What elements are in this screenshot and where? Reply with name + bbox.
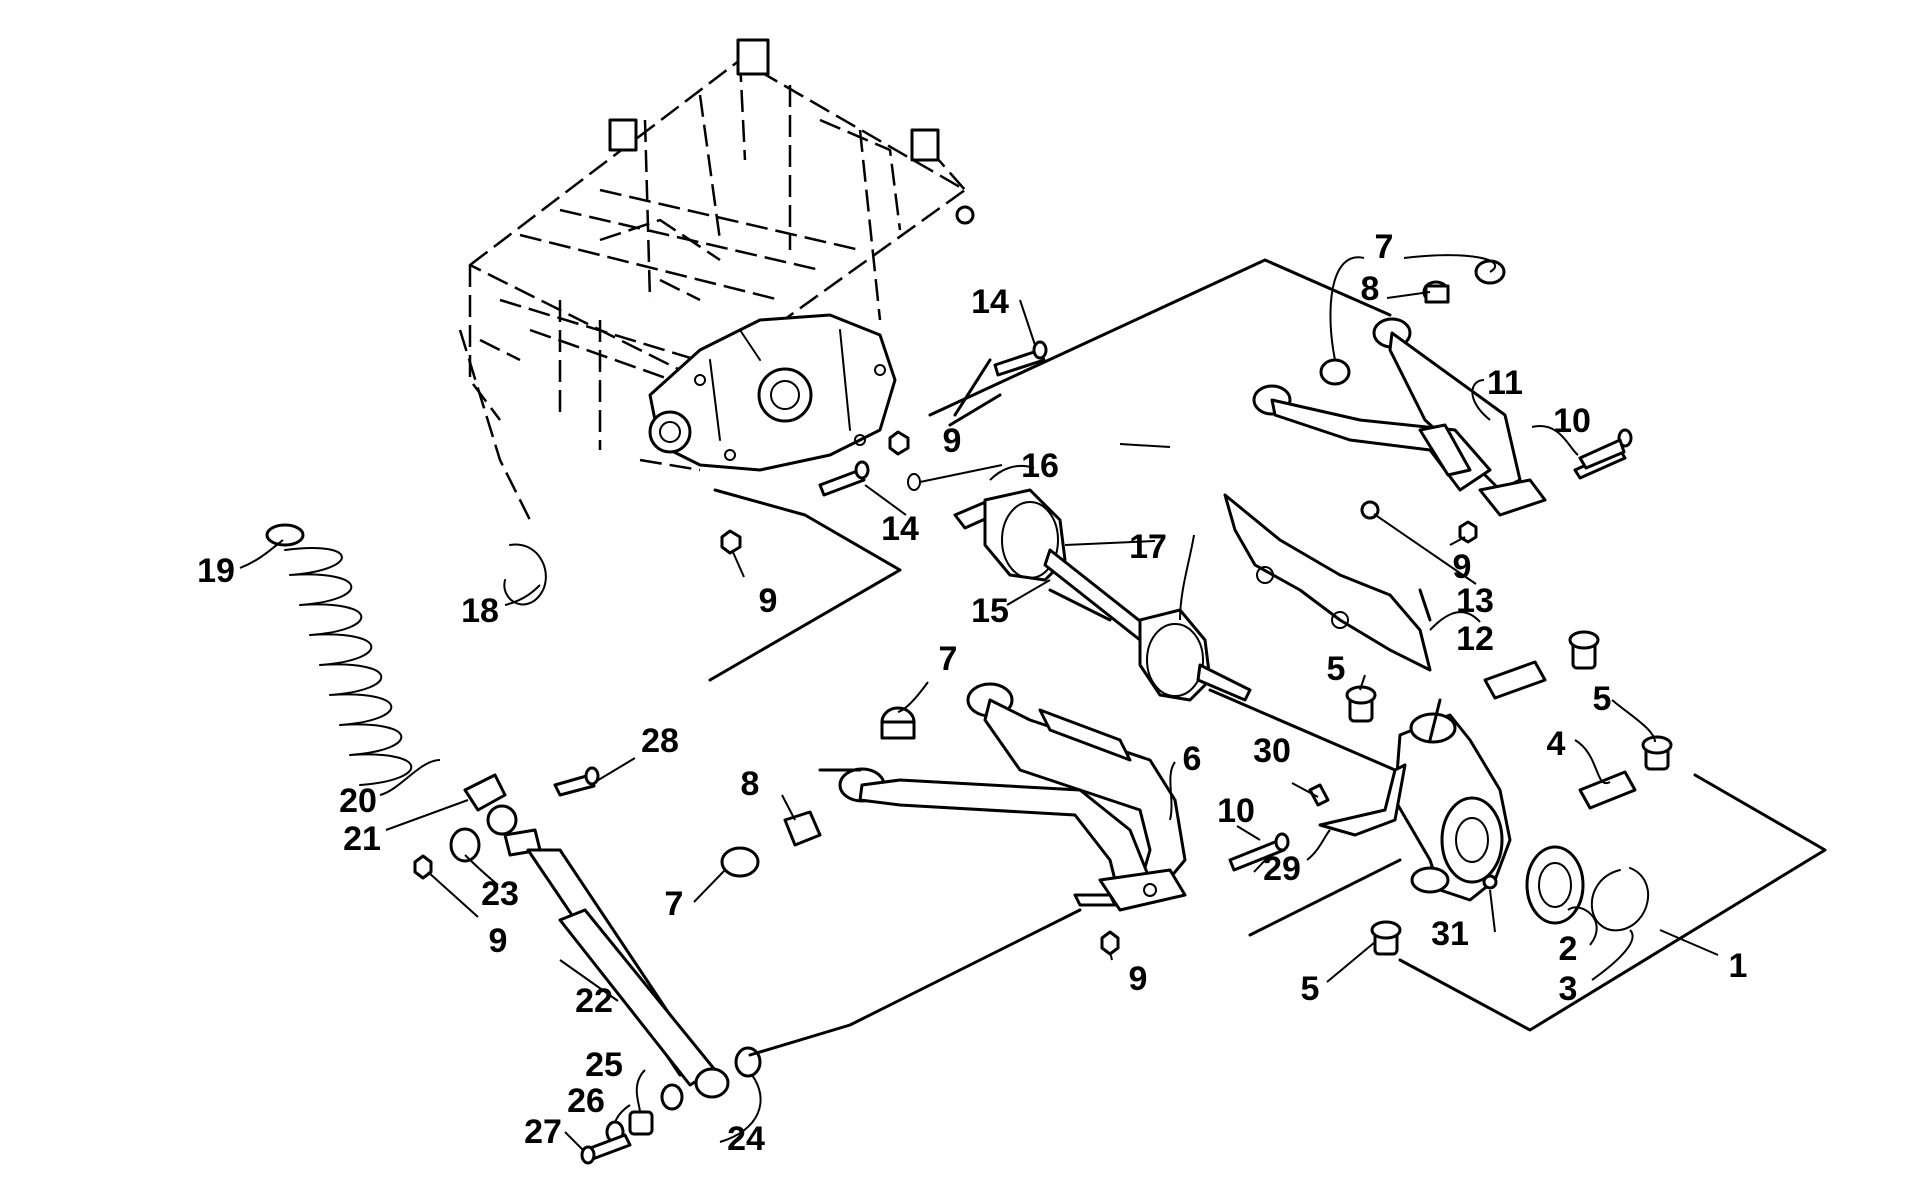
bolt-27 [580,1133,632,1165]
bushing-5-upper [1345,685,1377,723]
callout-17: 17 [1129,528,1167,566]
callout-30: 30 [1253,732,1291,770]
callout-14: 14 [881,510,919,548]
spring-retainer-top [265,523,305,547]
bolt-14-upper [993,340,1048,377]
spindle-knuckle [1393,712,1512,902]
callout-7: 7 [665,885,684,923]
callout-21: 21 [343,820,381,858]
sleeve-4-upper [1483,660,1547,700]
callout-28: 28 [641,722,679,760]
callout-10: 10 [1553,402,1591,440]
bushing-7-left [720,846,760,878]
callout-11: 11 [1487,364,1523,402]
callout-5: 5 [1301,970,1320,1008]
bolt-10-top [1573,428,1633,480]
callout-8: 8 [741,765,760,803]
clip-16 [907,473,921,491]
sleeve-8-mid [783,810,822,847]
leader-lines [239,254,1719,1151]
frame-bracket-left [608,118,638,152]
bushing-5-bottom [1370,920,1402,956]
callout-25: 25 [585,1046,623,1084]
callout-6: 6 [1183,740,1202,778]
callout-12: 12 [1456,620,1494,658]
bearing [1525,845,1585,925]
callout-20: 20 [339,782,377,820]
assembly-lines [708,258,1827,1057]
callout-3: 3 [1559,970,1578,1008]
snap-ring [1590,867,1649,932]
callout-31: 31 [1431,915,1469,953]
callout-2: 2 [1559,930,1578,968]
spring-retainer-bottom [463,773,507,812]
callout-9: 9 [759,582,778,620]
bolt-28 [553,766,600,797]
lower-a-arm [838,682,1187,912]
coil-spring [284,546,413,786]
sleeve-4-lower [1578,770,1637,810]
callout-9: 9 [943,422,962,460]
callout-19: 19 [197,552,235,590]
frame-bracket-right [910,128,940,162]
arm-guard [1223,493,1432,672]
upper-a-arm [1252,317,1547,517]
nut-9-upper [888,430,910,456]
callout-22: 22 [575,982,613,1020]
bushing-5-right-low [1641,735,1673,771]
nut-9-shock [413,854,433,880]
callout-4: 4 [1547,725,1566,763]
bushing-7-mid [880,706,916,740]
sleeve-25 [628,1110,654,1136]
callout-7: 7 [939,640,958,678]
bushing-23 [449,827,481,863]
nut-31 [1482,874,1498,890]
bolt-14-lower [818,460,870,497]
bushing-24-left [660,1083,684,1111]
callout-10: 10 [1217,792,1255,830]
callout-15: 15 [971,592,1009,630]
callout-23: 23 [481,875,519,913]
drive-axle [953,488,1252,702]
nut-9-mid [1100,930,1120,956]
bolt-30 [1308,783,1330,807]
spring-clip [503,543,547,606]
frame-eye [955,205,975,225]
bolt-10-mid [1228,832,1290,872]
callout-labels: 1 2 3 4 5 5 5 6 7 7 7 8 8 9 9 9 9 9 10 1… [197,228,1747,1158]
callout-8: 8 [1361,270,1380,308]
shock-absorber [486,804,730,1099]
callout-27: 27 [524,1113,562,1151]
brake-bracket [1318,763,1407,837]
callout-29: 29 [1263,850,1301,888]
frame-bracket-top [736,38,770,76]
callout-5: 5 [1593,680,1612,718]
callout-1: 1 [1729,947,1748,985]
callout-9: 9 [1129,960,1148,998]
gearcase [648,313,897,472]
callout-26: 26 [567,1082,605,1120]
callout-16: 16 [1021,447,1059,485]
bushing-top-right [1319,259,1506,386]
callout-5: 5 [1327,650,1346,688]
callout-9: 9 [1453,548,1472,586]
callout-13: 13 [1456,582,1494,620]
nut-9-left [720,529,742,555]
callout-24: 24 [727,1120,765,1158]
chassis-frame [458,38,975,521]
bushing-5-right-top [1568,630,1600,670]
callout-7: 7 [1375,228,1394,266]
callout-9: 9 [489,922,508,960]
callout-18: 18 [461,592,499,630]
callout-14: 14 [971,283,1009,321]
